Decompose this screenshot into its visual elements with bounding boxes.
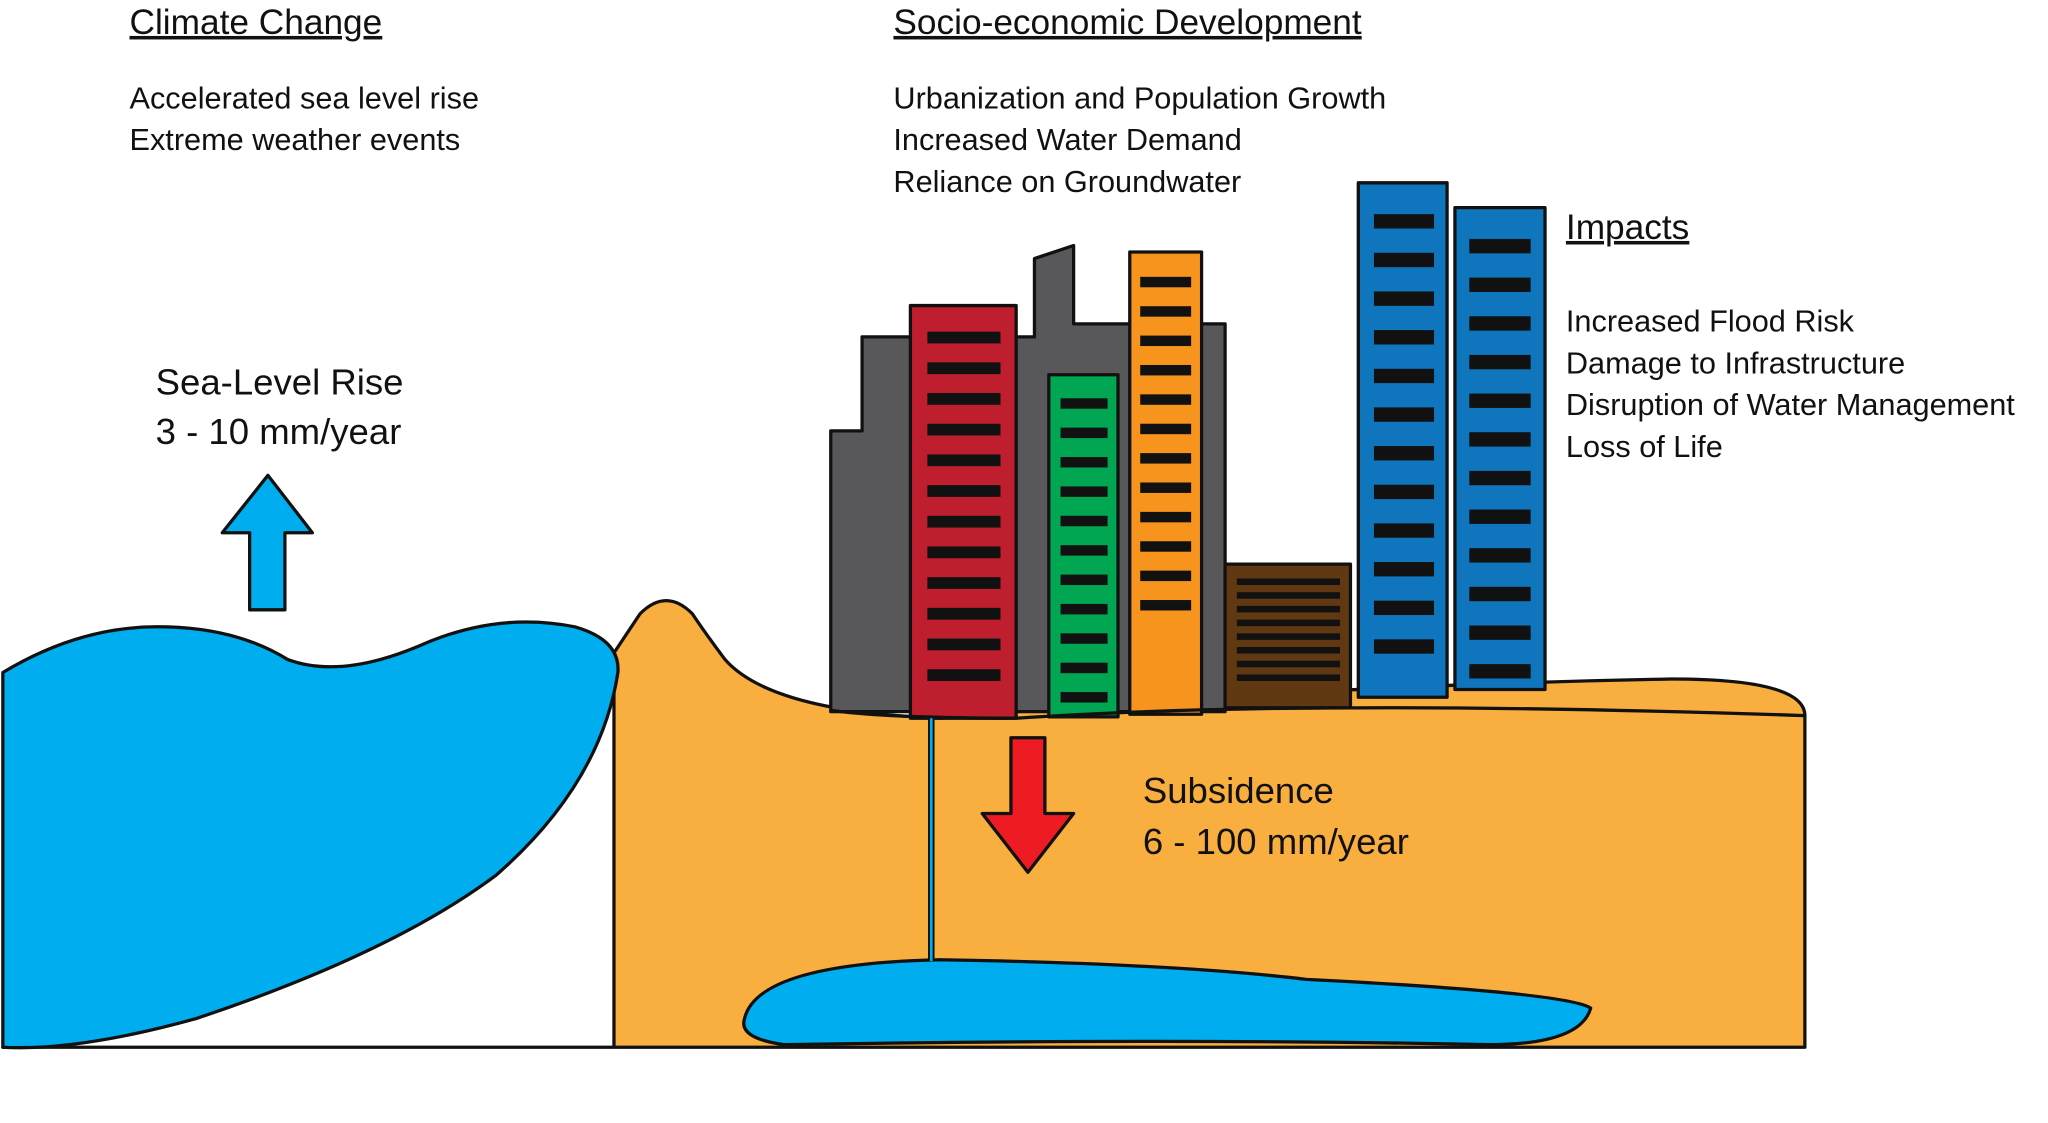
window (1060, 545, 1108, 556)
window (1373, 214, 1435, 229)
impact-item: Disruption of Water Management (1566, 387, 2015, 422)
window (1236, 605, 1341, 613)
ocean (1, 620, 620, 1050)
window (1373, 407, 1435, 422)
window (1140, 482, 1192, 493)
window (1060, 574, 1108, 586)
window (1060, 515, 1108, 527)
window (1140, 364, 1192, 376)
socio-item: Reliance on Groundwater (893, 164, 1241, 199)
window (1060, 398, 1108, 409)
climate-item: Extreme weather events (130, 122, 461, 157)
window (1469, 393, 1531, 408)
socio-item: Increased Water Demand (893, 122, 1241, 157)
window (1060, 692, 1108, 703)
impact-item: Increased Flood Risk (1566, 304, 1855, 339)
window (1469, 470, 1531, 486)
climate-change-heading: Climate Change (130, 3, 383, 42)
window (1060, 457, 1108, 468)
window (1140, 276, 1192, 288)
window (1236, 647, 1341, 654)
window (1236, 578, 1341, 586)
impact-item: Loss of Life (1566, 429, 1723, 464)
window (1236, 592, 1341, 599)
window (927, 546, 1001, 559)
window (1469, 664, 1531, 679)
window (1469, 586, 1531, 602)
window (1060, 633, 1108, 644)
window (1140, 453, 1192, 464)
window (927, 577, 1001, 589)
climate-item: Accelerated sea level rise (130, 80, 480, 115)
sea-level-rise-rate: 3 - 10 mm/year (156, 411, 402, 452)
window (1469, 432, 1531, 447)
window (1060, 486, 1108, 497)
window (1060, 662, 1108, 674)
window (1469, 238, 1531, 254)
window (1140, 600, 1192, 611)
window (927, 515, 1001, 528)
window (1060, 427, 1108, 439)
window (1373, 252, 1435, 268)
impact-item: Damage to Infrastructure (1566, 345, 1905, 380)
window (1469, 509, 1531, 524)
window (1469, 316, 1531, 331)
sea-level-rise-label: Sea-Level Rise (156, 361, 404, 402)
window (1373, 523, 1435, 538)
window (927, 454, 1001, 467)
window (1373, 639, 1435, 654)
window (1373, 562, 1435, 577)
window (927, 607, 1001, 620)
window (1236, 619, 1341, 627)
window (1236, 674, 1341, 681)
socio-item: Urbanization and Population Growth (893, 80, 1386, 115)
window (1373, 446, 1435, 461)
window (927, 485, 1001, 497)
sea-level-rise-arrow-icon (220, 473, 314, 612)
window (1373, 600, 1435, 616)
window (1140, 511, 1192, 523)
window (1469, 354, 1531, 370)
window (1140, 335, 1192, 347)
subsidence-rate: 6 - 100 mm/year (1143, 821, 1409, 862)
groundwater-aquifer (742, 958, 1593, 1047)
window (927, 331, 1001, 344)
window (1140, 394, 1192, 405)
window (1236, 633, 1341, 640)
window (1469, 277, 1531, 292)
window (1469, 625, 1531, 640)
socio-economic-heading: Socio-economic Development (893, 3, 1361, 42)
window (1373, 368, 1435, 384)
window (1236, 660, 1341, 668)
window (927, 393, 1001, 405)
window (927, 362, 1001, 375)
subsidence-arrow-icon (980, 736, 1076, 874)
window (1140, 306, 1192, 317)
window (1140, 423, 1192, 435)
window (927, 669, 1001, 681)
window (1140, 570, 1192, 582)
window (1373, 291, 1435, 306)
window (1060, 603, 1108, 615)
window (927, 423, 1001, 436)
window (1469, 548, 1531, 563)
building-windows (927, 214, 1531, 703)
window (1140, 541, 1192, 552)
impacts-heading: Impacts (1566, 208, 1689, 247)
window (927, 638, 1001, 651)
ground-surface-line (830, 706, 1805, 720)
subsidence-label: Subsidence (1143, 770, 1334, 811)
window (1373, 330, 1435, 345)
window (1373, 484, 1435, 500)
